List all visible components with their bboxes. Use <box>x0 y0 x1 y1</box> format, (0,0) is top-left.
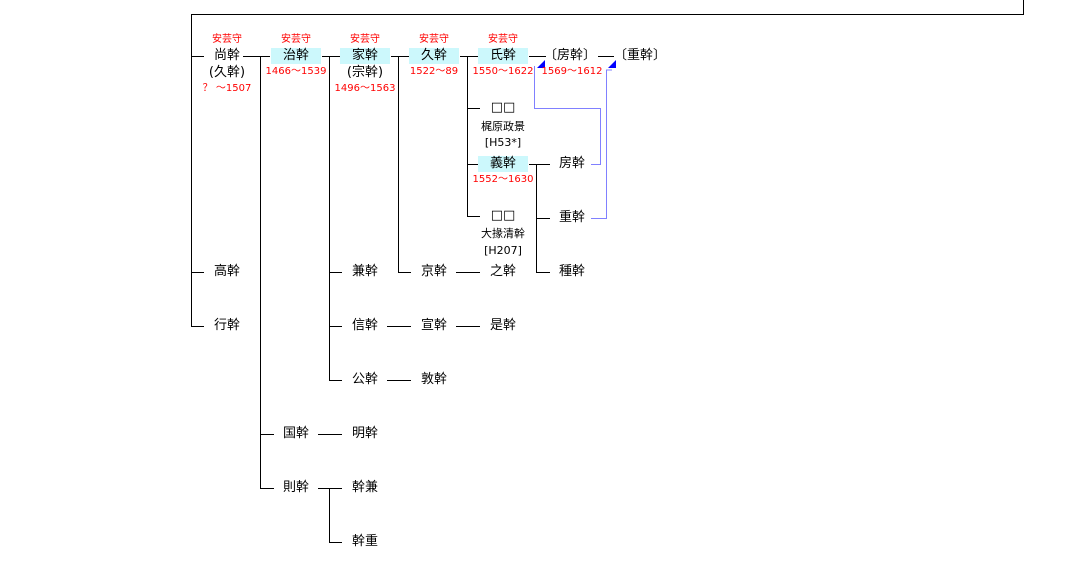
reference: [H53*] <box>484 136 522 149</box>
node-kyomoto: 京幹 <box>420 264 448 279</box>
dates: 1569～1612 <box>541 66 603 77</box>
node-tanemoto: 種幹 <box>558 264 586 279</box>
node-yukimoto: 行幹 <box>213 318 241 333</box>
node-hisamoto: 久幹 <box>408 48 460 64</box>
node-akimoto: 明幹 <box>351 426 379 441</box>
node-nobumoto2: 宣幹 <box>420 318 448 333</box>
title-label: 安芸守 <box>488 34 518 45</box>
node-iemoto: 家幹 <box>339 48 391 64</box>
node-naomoto: 尚幹 <box>213 48 241 63</box>
node-atsumoto: 敦幹 <box>420 372 448 387</box>
node-motokane: 幹兼 <box>351 480 379 495</box>
title-label: 安芸守 <box>281 34 311 45</box>
node-kanemoto: 兼幹 <box>351 264 379 279</box>
alt-name: (久幹) <box>208 65 246 80</box>
node-shigemoto: 重幹 <box>558 210 586 225</box>
node-nobumoto: 信幹 <box>351 318 379 333</box>
arrow-icon <box>608 60 616 68</box>
node-unknown: □□ <box>490 208 516 223</box>
dates: 1550～1622 <box>472 66 534 77</box>
node-fusamoto: 房幹 <box>558 156 586 171</box>
node-unknown: □□ <box>490 100 516 115</box>
dates: ？ ～1507 <box>202 83 252 94</box>
alt-name: (宗幹) <box>346 65 384 80</box>
node-shigemoto-bracket: 〔重幹〕 <box>613 48 667 63</box>
arrow-icon <box>537 60 545 68</box>
dates: 1522～89 <box>409 66 459 77</box>
note: 大掾清幹 <box>481 227 525 240</box>
node-ujimoto: 氏幹 <box>477 48 529 64</box>
node-yoshimoto: 義幹 <box>477 156 529 172</box>
node-takamoto: 高幹 <box>213 264 241 279</box>
node-kunimoto: 国幹 <box>282 426 310 441</box>
node-motoshige: 幹重 <box>351 534 379 549</box>
node-koremoto-no: 之幹 <box>489 264 517 279</box>
dates: 1496～1563 <box>334 83 396 94</box>
node-norimoto: 則幹 <box>282 480 310 495</box>
title-label: 安芸守 <box>350 34 380 45</box>
title-label: 安芸守 <box>419 34 449 45</box>
node-harumoto: 治幹 <box>270 48 322 64</box>
node-fusamoto-bracket: 〔房幹〕 <box>543 48 597 63</box>
node-kimimoto: 公幹 <box>351 372 379 387</box>
dates: 1552～1630 <box>472 174 534 185</box>
cross-reference-links <box>534 66 612 219</box>
node-koremoto: 是幹 <box>489 318 517 333</box>
dates: 1466～1539 <box>265 66 327 77</box>
reference: [H207] <box>484 244 522 257</box>
note: 梶原政景 <box>481 120 525 133</box>
title-label: 安芸守 <box>212 34 242 45</box>
